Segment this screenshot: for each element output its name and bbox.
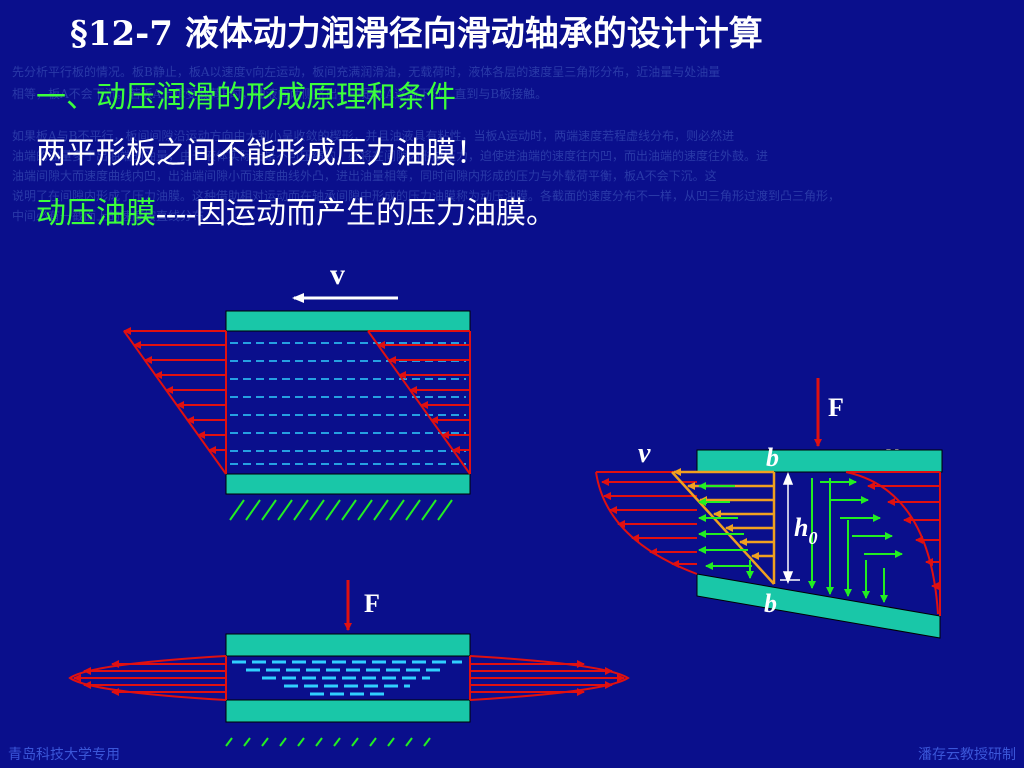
outflow-profile-right [469,655,630,701]
slide-title: §12-7 液体动力润滑径向滑动轴承的设计计算 [70,14,763,54]
definition-term: 动压油膜 [36,196,156,231]
loaded-plate-b [225,699,471,723]
background-text-line: 说明了在间隙内形成了压力油膜。这种借助相对运动而在轴承间隙中形成的压力油膜称为动… [12,189,841,203]
outflow-profile-left [68,655,227,701]
moving-plate-a [225,310,471,332]
velocity-label-left: v [638,438,651,469]
ground-hatching-bottom [225,737,431,747]
pressure-flow-arrows [698,478,903,603]
background-text-line: 相等，板A不会下沉。若板A上承受载荷F时，油液向两侧挤出，于是板A逐渐下沉，直到… [12,87,548,101]
load-label-wedge: F [828,393,844,422]
background-text-line: 先分析平行板的情况。板B静止，板A以速度v向左运动，板间充满润滑油，无载荷时，液… [12,65,721,79]
exit-velocity-profile [845,471,941,616]
ground-hatching [229,499,453,521]
squeeze-film-diagram: F [68,580,630,747]
loaded-plate-a [225,633,471,657]
velocity-profile-right [367,330,471,475]
section-b-label-bottom: b [764,589,777,618]
linear-velocity-section [671,468,776,585]
squeezed-oil-layers [232,660,462,696]
definition-dash: ---- [156,197,196,230]
background-text-line: 中间必有一截面上的速度按直线分布。 [12,209,217,223]
definition-line: 动压油膜----因运动而产生的压力油膜。 [36,188,556,232]
statement-text: 两平形板之间不能形成压力油膜！ [36,136,486,171]
section-b-label-top: b [766,443,779,472]
wedge-upper-plate [696,449,943,473]
background-text-line: 如果板A与B不平行，板间间隙沿运动方向由大到小呈收敛的楔形，并且油液具有粘性，当… [12,129,735,143]
background-text-line: 油端间隙大而速度曲线内凹，出油端间隙小而速度曲线外凸，进出油量相等，同时间隙内形… [12,169,717,183]
footer-left: 青岛科技大学专用 [8,747,120,763]
oil-film-layers [230,342,466,465]
definition-text: 因运动而产生的压力油膜。 [195,196,556,231]
parallel-plates-diagram: v [123,258,471,521]
h0-dimension [780,471,800,585]
load-label-bottom: F [364,589,380,618]
entry-velocity-profile [595,471,698,575]
velocity-profile-left [123,327,227,475]
h0-label: h0 [794,513,817,548]
wedge-film-diagram: F v v [595,378,943,639]
section-heading: 一、动压润滑的形成原理和条件 [36,80,456,115]
footer-right: 潘存云教授研制 [918,747,1016,763]
wedge-inclined-plate [696,573,941,639]
velocity-label-top: v [330,258,345,291]
background-text-line: 油端的油量多于出油端的油量，由于液体实际上是不可压缩的，必将在间隙内形成压力，迫… [12,149,769,163]
fixed-plate-b [225,473,471,495]
